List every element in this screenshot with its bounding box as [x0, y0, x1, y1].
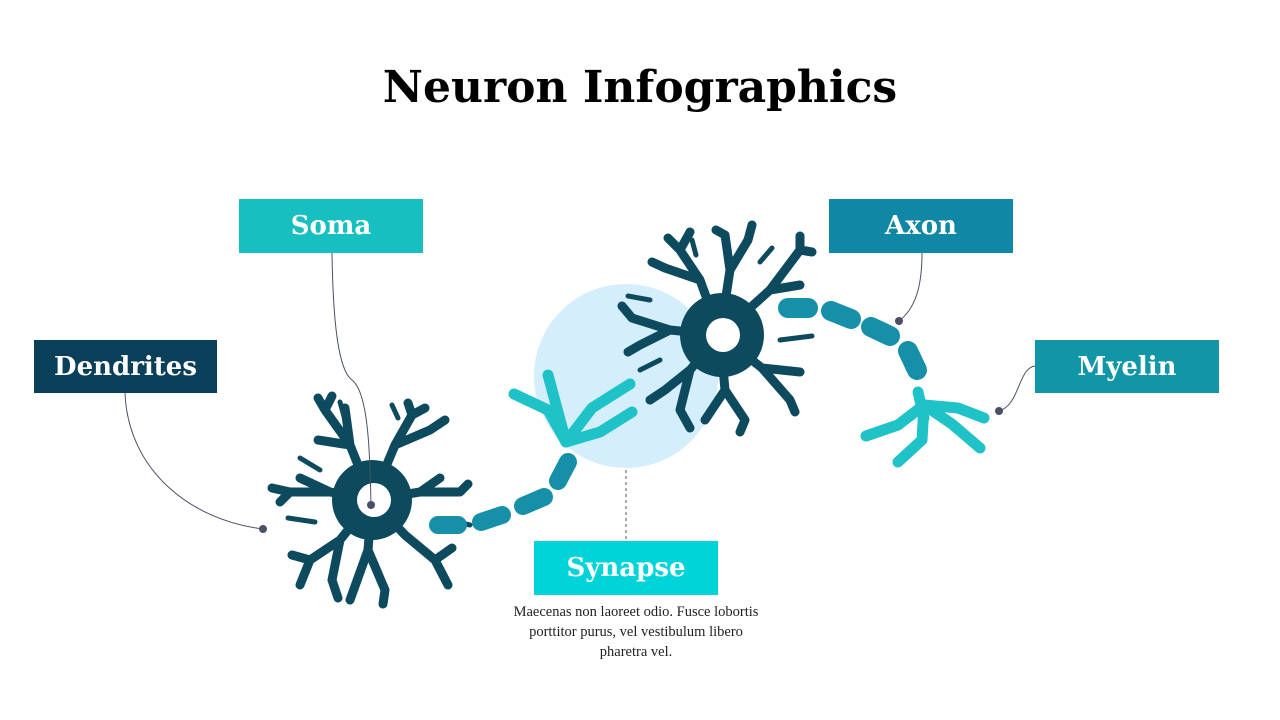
right-axon-terminal: [860, 386, 990, 468]
left-neuron: [267, 391, 473, 609]
dendrites-leader: [124, 392, 264, 530]
axon-label: Axon: [829, 199, 1013, 253]
soma-leader: [331, 252, 372, 506]
leader-lines: [124, 252, 1036, 530]
right-neuron: [617, 220, 817, 437]
right-nucleus: [706, 318, 740, 352]
left-axon-myelin: [429, 453, 577, 534]
synapse-description: Maecenas non laoreet odio. Fusce loborti…: [513, 604, 759, 660]
right-axon-myelin: [778, 298, 927, 380]
synapse-label: Synapse: [534, 541, 718, 595]
soma-label: Soma: [239, 199, 423, 253]
left-axon-terminal: [508, 369, 638, 448]
left-nucleus: [357, 483, 391, 517]
myelin-leader: [998, 365, 1036, 412]
myelin-label: Myelin: [1035, 340, 1219, 393]
dendrites-label: Dendrites: [34, 340, 217, 393]
leader-dots: [259, 317, 1003, 533]
page-title: Neuron Infographics: [382, 62, 898, 113]
axon-leader: [898, 252, 923, 322]
